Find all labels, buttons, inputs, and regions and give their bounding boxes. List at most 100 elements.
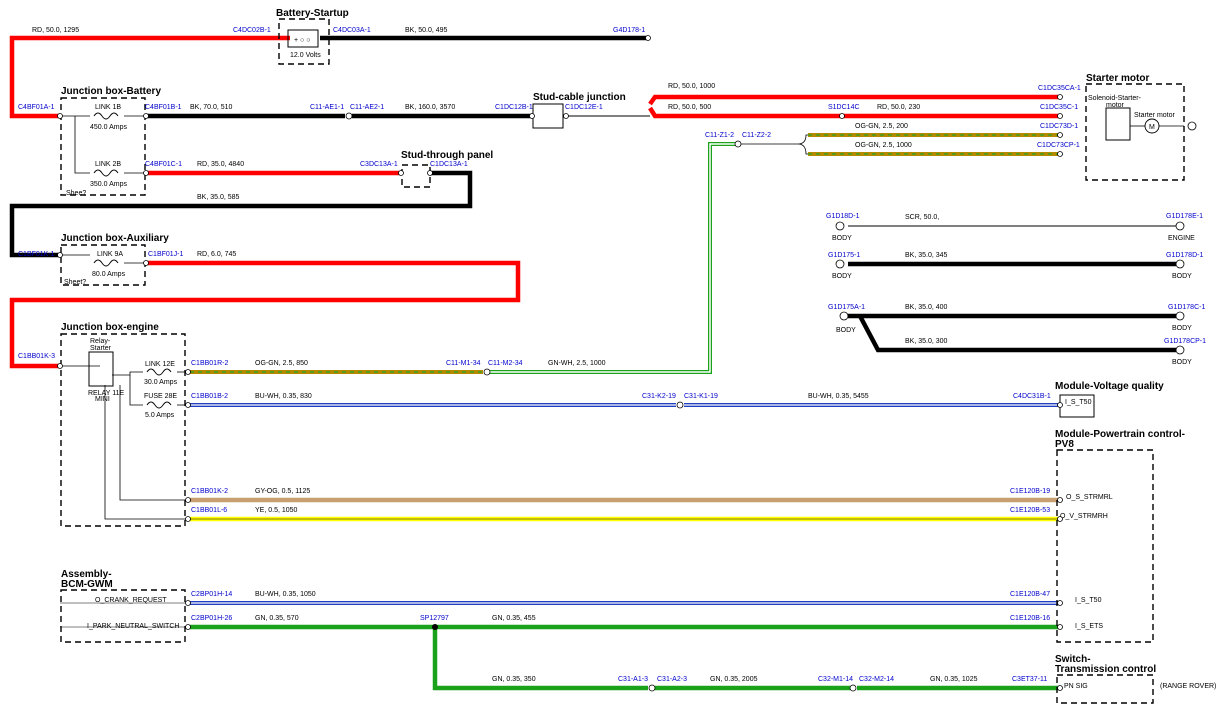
svg-text:GN, 0.35, 350: GN, 0.35, 350 [492, 676, 536, 683]
svg-text:RD, 50.0, 1000: RD, 50.0, 1000 [668, 83, 715, 90]
svg-text:C11-Z1-2: C11-Z1-2 [705, 132, 734, 139]
svg-text:BODY: BODY [1172, 273, 1192, 280]
terminals [57, 35, 1197, 692]
svg-text:C1DC73CP-1: C1DC73CP-1 [1037, 142, 1080, 149]
svg-text:LINK 2B: LINK 2B [95, 161, 121, 168]
wire-bk-585[interactable] [9, 170, 473, 258]
svg-text:BODY: BODY [1172, 359, 1192, 366]
mod-pcm-box [1056, 449, 1154, 643]
svg-text:YE, 0.5, 1050: YE, 0.5, 1050 [255, 507, 298, 514]
svg-text:BK, 35.0, 345: BK, 35.0, 345 [905, 252, 948, 259]
svg-text:M: M [1149, 124, 1155, 131]
svg-text:I_S_ETS: I_S_ETS [1075, 623, 1103, 630]
svg-text:GN-WH, 2.5, 1000: GN-WH, 2.5, 1000 [548, 360, 606, 367]
wire-rd-1295[interactable] [9, 35, 290, 119]
svg-text:RD, 50.0, 500: RD, 50.0, 500 [668, 104, 711, 111]
svg-text:Relay-: Relay- [90, 338, 111, 345]
stud-cable-title: Stud-cable junction [533, 92, 626, 103]
jb-aux-title: Junction box-Auxiliary [61, 233, 169, 244]
svg-text:C31-K1-19: C31-K1-19 [684, 393, 718, 400]
svg-text:C1E120B-53: C1E120B-53 [1010, 507, 1050, 514]
svg-text:GY-OG, 0.5, 1125: GY-OG, 0.5, 1125 [255, 488, 310, 495]
svg-text:C31-K2-19: C31-K2-19 [642, 393, 676, 400]
svg-text:C11-AE2-1: C11-AE2-1 [350, 104, 384, 111]
svg-text:C1E120B-47: C1E120B-47 [1010, 591, 1050, 598]
svg-text:BU-WH, 0.35, 1050: BU-WH, 0.35, 1050 [255, 591, 316, 598]
svg-text:C1BB01R-2: C1BB01R-2 [191, 360, 228, 367]
wires [9, 35, 1176, 691]
svg-text:C1E120B-16: C1E120B-16 [1010, 615, 1050, 622]
svg-text:RD, 50.0, 230: RD, 50.0, 230 [877, 104, 920, 111]
svg-text:OG-GN, 2.5, 1000: OG-GN, 2.5, 1000 [855, 142, 912, 149]
svg-text:C1DC12E-1: C1DC12E-1 [565, 104, 603, 111]
svg-text:OG-GN, 2.5, 850: OG-GN, 2.5, 850 [255, 360, 308, 367]
svg-text:C4DC31B-1: C4DC31B-1 [1013, 393, 1051, 400]
svg-text:80.0 Amps: 80.0 Amps [92, 271, 126, 278]
svg-text:I_S_T50: I_S_T50 [1065, 399, 1092, 406]
svg-text:RD, 35.0, 4840: RD, 35.0, 4840 [197, 161, 244, 168]
svg-text:BODY: BODY [836, 327, 856, 334]
svg-text:350.0 Amps: 350.0 Amps [90, 181, 127, 188]
wire-rd-500[interactable] [648, 106, 1060, 119]
svg-text:BODY: BODY [832, 273, 852, 280]
svg-text:O_S_STRMRL: O_S_STRMRL [1066, 494, 1113, 501]
svg-text:C4BF01C-1: C4BF01C-1 [145, 161, 182, 168]
svg-text:RELAY 11E: RELAY 11E [88, 390, 125, 397]
svg-text:G1D175A-1: G1D175A-1 [828, 304, 865, 311]
svg-text:G1D178C-1: G1D178C-1 [1168, 304, 1205, 311]
starter-motor-box [1085, 83, 1185, 181]
svg-text:BK, 35.0, 400: BK, 35.0, 400 [905, 304, 948, 311]
svg-text:C11-Z2-2: C11-Z2-2 [742, 132, 771, 139]
svg-text:C1BF01J-1: C1BF01J-1 [148, 251, 184, 258]
svg-text:Solenoid-Starter-: Solenoid-Starter- [1088, 95, 1142, 102]
svg-text:G1D178D-1: G1D178D-1 [1166, 252, 1203, 259]
svg-text:C4DC03A-1: C4DC03A-1 [333, 27, 371, 34]
svg-text:LINK 9A: LINK 9A [97, 251, 123, 258]
mod-pcm-title-a: Module-Powertrain control- [1055, 429, 1185, 440]
wire-gnwh-1000[interactable] [490, 142, 735, 374]
svg-text:C1E120B-19: C1E120B-19 [1010, 488, 1050, 495]
svg-text:BK, 35.0, 585: BK, 35.0, 585 [197, 194, 240, 201]
svg-text:BK, 70.0, 510: BK, 70.0, 510 [190, 104, 233, 111]
stud-cable-box [532, 103, 564, 129]
wire-bk-300[interactable] [858, 314, 1176, 353]
svg-text:RD, 6.0, 745: RD, 6.0, 745 [197, 251, 236, 258]
wire-rd-1000[interactable] [648, 94, 1060, 106]
jb-engine-box [60, 333, 186, 527]
svg-text:C4BF01A-1: C4BF01A-1 [18, 104, 55, 111]
svg-text:O_CRANK_REQUEST: O_CRANK_REQUEST [95, 597, 167, 604]
svg-text:SP12797: SP12797 [420, 615, 449, 622]
battery-startup-title: Battery-Startup [276, 8, 349, 19]
bcm-title-b: BCM-GWM [61, 579, 113, 590]
battery-startup-box [278, 18, 330, 65]
wire-rd-745[interactable] [9, 260, 521, 369]
wire-labels: RD, 50.0, 1295 BK, 50.0, 495 BK, 70.0, 5… [32, 27, 978, 683]
svg-text:BU-WH, 0.35, 830: BU-WH, 0.35, 830 [255, 393, 312, 400]
jb-battery-title: Junction box-Battery [61, 86, 161, 97]
svg-text:450.0 Amps: 450.0 Amps [90, 124, 127, 131]
svg-text:PN SIG: PN SIG [1064, 683, 1088, 690]
svg-text:BODY: BODY [832, 235, 852, 242]
svg-text:BK, 160.0, 3570: BK, 160.0, 3570 [405, 104, 455, 111]
svg-text:GN, 0.35, 2005: GN, 0.35, 2005 [710, 676, 758, 683]
svg-text:C1BB01L-6: C1BB01L-6 [191, 507, 227, 514]
svg-text:C1BB01K-2: C1BB01K-2 [191, 488, 228, 495]
svg-text:C32-M1-14: C32-M1-14 [818, 676, 853, 683]
svg-text:Sheet?: Sheet? [64, 279, 86, 286]
svg-text:C31-A2-3: C31-A2-3 [657, 676, 687, 683]
svg-text:C32-M2-14: C32-M2-14 [859, 676, 894, 683]
svg-text:S1DC14C: S1DC14C [828, 104, 860, 111]
svg-text:5.0 Amps: 5.0 Amps [145, 412, 175, 419]
svg-text:LINK 1B: LINK 1B [95, 104, 121, 111]
mod-pcm-title-b: PV8 [1055, 439, 1074, 450]
battery-voltage: 12.0 Volts [290, 52, 321, 59]
svg-text:C1DC13A-1: C1DC13A-1 [430, 161, 468, 168]
svg-text:C4BF01B-1: C4BF01B-1 [145, 104, 182, 111]
svg-text:Starter motor: Starter motor [1134, 112, 1176, 119]
svg-text:BU-WH, 0.35, 5455: BU-WH, 0.35, 5455 [808, 393, 869, 400]
svg-text:C31-A1-3: C31-A1-3 [618, 676, 648, 683]
svg-text:SCR, 50.0,: SCR, 50.0, [905, 214, 939, 221]
wire-gn-350[interactable] [432, 627, 648, 691]
svg-text:G1D175-1: G1D175-1 [828, 252, 860, 259]
